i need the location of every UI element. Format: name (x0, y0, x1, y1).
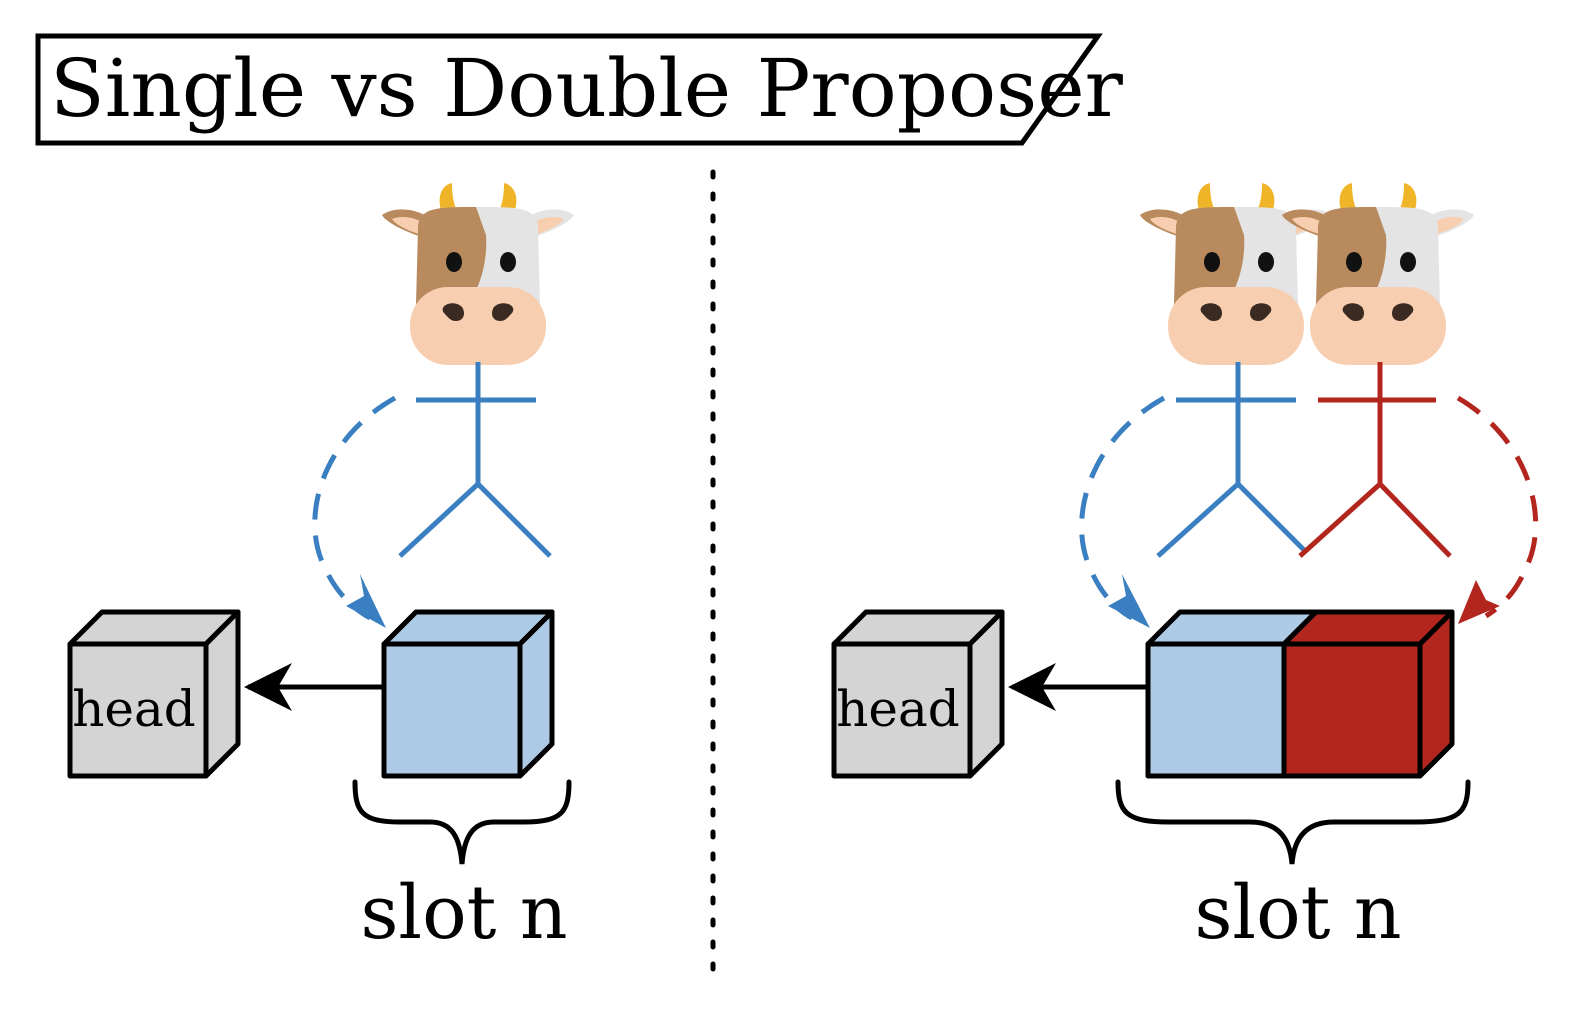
head-block: head (831, 609, 1005, 779)
page-title: Single vs Double Proposer (50, 42, 1124, 135)
slot-block-pair (1145, 609, 1455, 779)
head-block: head (67, 609, 241, 779)
head-block-label: head (836, 680, 960, 738)
slot-block-red-side (1417, 609, 1455, 779)
title-frame (35, 33, 1103, 146)
panel-single: head slot n (67, 183, 574, 956)
cow-icon (1282, 183, 1474, 365)
slot-block-red (1281, 641, 1423, 779)
stick-figure-blue (1156, 362, 1308, 558)
proposal-arrowhead-blue (1108, 574, 1150, 628)
proposal-arrowhead-red (1458, 580, 1500, 624)
slot-brace (1115, 779, 1471, 865)
proposal-arrow-red (1456, 395, 1539, 619)
chain-link-arrowhead (244, 663, 292, 711)
proposal-arrowhead-blue (346, 574, 386, 628)
stick-figure-blue (398, 362, 552, 558)
slot-block-blue (381, 609, 555, 779)
slot-brace (352, 779, 572, 865)
head-block-label: head (72, 680, 196, 738)
proposal-arrow-blue (312, 395, 397, 621)
panel-double: head slot n (831, 183, 1539, 956)
title-banner: Single vs Double Proposer (35, 33, 1124, 146)
stick-figure-red (1298, 362, 1452, 558)
slot-block-blue (1145, 641, 1287, 779)
cow-icon (382, 183, 574, 365)
slot-label: slot n (360, 870, 567, 956)
proposal-arrow-blue (1079, 395, 1166, 621)
slot-label: slot n (1194, 870, 1401, 956)
chain-link-arrowhead (1008, 663, 1056, 711)
